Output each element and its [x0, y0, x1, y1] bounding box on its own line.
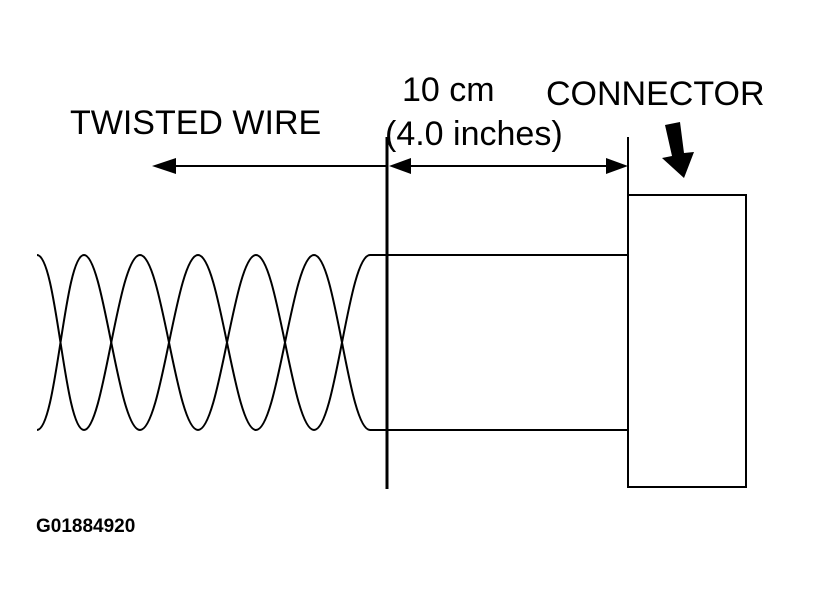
connector-pointer-arrow-icon — [662, 122, 694, 178]
twisted-wire-strand-b — [36, 253, 628, 432]
dimension-arrowhead-left — [389, 158, 411, 174]
distance-imperial-label: (4.0 inches) — [385, 115, 563, 153]
twisted-wire-arrowhead — [152, 158, 176, 174]
figure-id-label: G01884920 — [36, 516, 135, 537]
dimension-arrowhead-right — [606, 158, 628, 174]
connector-label: CONNECTOR — [546, 75, 765, 113]
twisted-wire-strand-a — [36, 253, 628, 432]
distance-metric-label: 10 cm — [402, 71, 495, 109]
connector-body — [627, 194, 747, 488]
twisted-wire-arrow — [152, 158, 387, 174]
dimension-arrow — [389, 158, 628, 174]
twisted-wire-label: TWISTED WIRE — [70, 104, 321, 142]
